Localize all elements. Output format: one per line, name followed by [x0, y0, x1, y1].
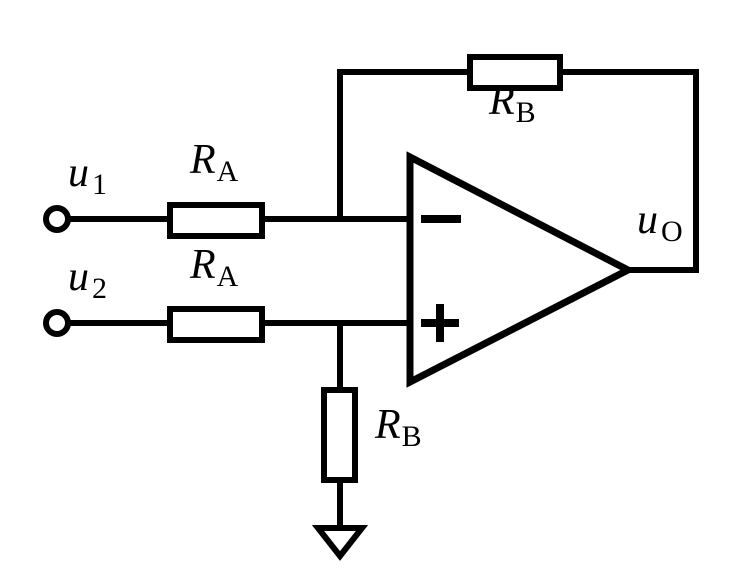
resistor-ra-bottom [167, 306, 265, 343]
wire-feedback-right [557, 69, 699, 273]
label-ra-bottom: RA [189, 242, 239, 293]
label-ra-top: RA [189, 137, 239, 188]
opamp-noninverting-sign [421, 304, 459, 342]
input-terminal-u1 [43, 205, 71, 233]
ground-icon [311, 525, 369, 561]
resistor-rb-ground [321, 387, 358, 483]
input-terminal-u2 [43, 309, 71, 337]
label-rb-ground: RB [374, 402, 422, 453]
resistor-rb-feedback [467, 54, 563, 91]
wire-feedback-left [337, 69, 473, 222]
opamp-triangle [406, 151, 636, 388]
resistor-ra-top [167, 202, 265, 239]
label-rb-feedback: RB [488, 78, 536, 129]
